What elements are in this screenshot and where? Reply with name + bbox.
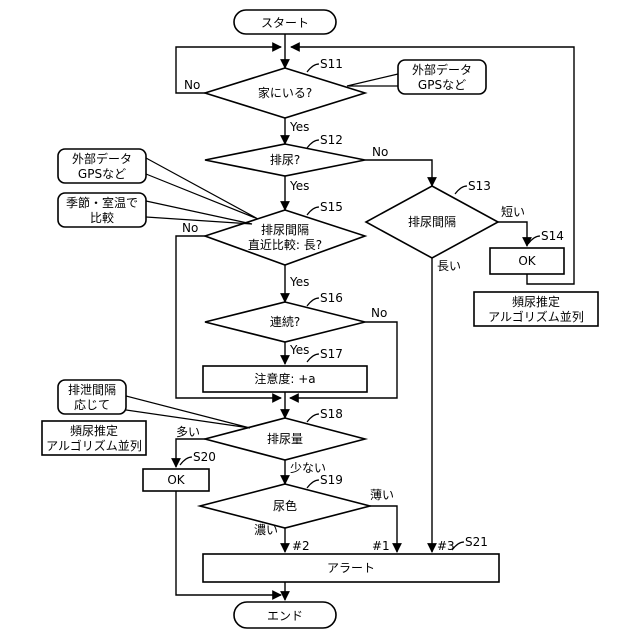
- process-s20: OK: [143, 469, 209, 491]
- callout-algo-left-line2: アルゴリズム並列: [46, 438, 142, 453]
- end-label: エンド: [267, 609, 303, 623]
- step-label-s11: S11: [320, 57, 343, 71]
- s17-label: 注意度: +a: [254, 371, 315, 386]
- edge-label-s12-no: No: [372, 145, 388, 159]
- step-label-s21: S21: [465, 535, 488, 549]
- step-label-s13: S13: [468, 179, 491, 193]
- process-s21: アラート: [203, 554, 499, 582]
- start-terminal: スタート: [234, 10, 336, 34]
- callout-season-line1: 季節・室温で: [66, 195, 138, 210]
- callout-season-compare: 季節・室温で 比較: [58, 193, 252, 227]
- edge-label-s19-light: 薄い: [370, 487, 394, 502]
- edge-label-route-3: #3: [437, 539, 455, 553]
- s15-label-line2: 直近比較: 長?: [248, 237, 322, 252]
- callout-season-line2: 比較: [90, 210, 114, 225]
- edge-label-s16-yes: Yes: [289, 343, 309, 357]
- step-label-s12: S12: [320, 133, 343, 147]
- callout-algo-right: 頻尿推定 アルゴリズム並列: [474, 292, 598, 326]
- callout-ext-left-line1: 外部データ: [72, 151, 132, 166]
- s16-label: 連続?: [270, 315, 300, 329]
- decision-s15: 排尿間隔 直近比較: 長?: [205, 210, 365, 265]
- edge-label-s18-many: 多い: [176, 425, 200, 439]
- edge-label-s13-short: 短い: [501, 205, 525, 219]
- callout-algo-left: 頻尿推定 アルゴリズム並列: [42, 421, 146, 455]
- s20-label: OK: [167, 473, 185, 487]
- edge-s12-s13: [365, 160, 432, 186]
- edge-label-s12-yes: Yes: [289, 179, 309, 193]
- step-label-s18: S18: [320, 407, 343, 421]
- edge-label-route-2: #2: [292, 539, 310, 553]
- edge-label-s15-yes: Yes: [289, 275, 309, 289]
- decision-s11: 家にいる?: [205, 68, 365, 118]
- step-label-s14: S14: [541, 229, 564, 243]
- callout-external-data-top: 外部データ GPSなど: [347, 60, 486, 94]
- step-label-s16: S16: [320, 291, 343, 305]
- decision-s13: 排尿間隔: [366, 186, 498, 258]
- s11-label: 家にいる?: [258, 85, 312, 100]
- decision-s12: 排尿?: [205, 144, 365, 176]
- s21-label: アラート: [327, 561, 375, 575]
- decision-s19: 尿色: [200, 484, 370, 528]
- process-s14: OK: [490, 248, 564, 274]
- s19-label: 尿色: [273, 499, 297, 513]
- end-terminal: エンド: [234, 602, 336, 628]
- edge-label-s18-few: 少ない: [290, 461, 326, 475]
- callout-ext-left-line2: GPSなど: [78, 167, 126, 181]
- s18-label: 排尿量: [267, 432, 303, 446]
- edge-label-s15-no: No: [182, 221, 198, 235]
- callout-algo-right-line2: アルゴリズム並列: [488, 309, 584, 324]
- edge-label-s19-dark: 濃い: [254, 523, 278, 537]
- s13-label: 排尿間隔: [408, 215, 456, 229]
- edge-label-s11-yes: Yes: [289, 120, 309, 134]
- callout-ext-top-line2: GPSなど: [418, 78, 466, 92]
- s14-label: OK: [518, 254, 536, 268]
- decision-s18: 排尿量: [205, 418, 365, 460]
- callout-ext-top-line1: 外部データ: [412, 62, 472, 77]
- start-label: スタート: [261, 16, 309, 30]
- step-label-s17: S17: [320, 347, 343, 361]
- edge-label-s11-no: No: [184, 78, 200, 92]
- callout-interval-line1: 排泄間隔: [68, 383, 116, 397]
- edge-label-s13-long: 長い: [437, 259, 461, 273]
- step-label-s20: S20: [193, 450, 216, 464]
- callout-algo-left-line1: 頻尿推定: [70, 423, 118, 438]
- callout-interval-line2: 応じて: [74, 398, 110, 412]
- step-label-s19: S19: [320, 473, 343, 487]
- edge-label-s16-no: No: [371, 306, 387, 320]
- process-s17: 注意度: +a: [203, 366, 367, 392]
- callout-algo-right-line1: 頻尿推定: [512, 294, 560, 309]
- decision-s16: 連続?: [205, 302, 365, 342]
- s12-label: 排尿?: [270, 153, 300, 167]
- s15-label-line1: 排尿間隔: [261, 223, 309, 237]
- step-label-s15: S15: [320, 200, 343, 214]
- edge-label-route-1: #1: [372, 539, 390, 553]
- edge-s13-s14: [498, 222, 527, 246]
